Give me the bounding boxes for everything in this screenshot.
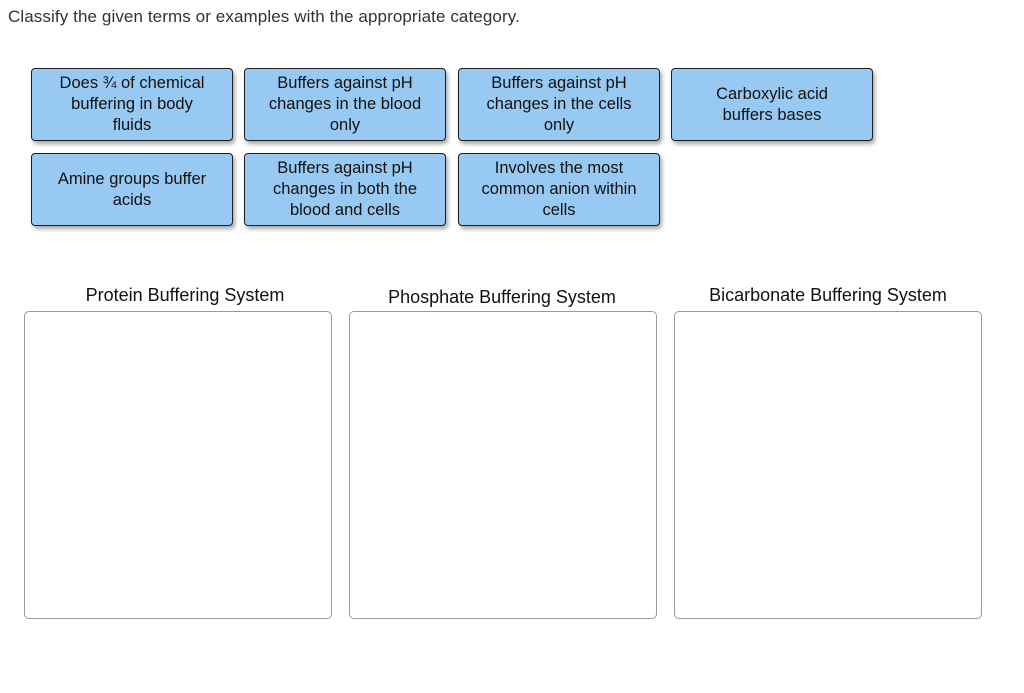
- category-title-protein: Protein Buffering System: [85, 285, 285, 305]
- drop-zone-phosphate[interactable]: [349, 311, 657, 619]
- instructions-text: Classify the given terms or examples wit…: [8, 7, 520, 26]
- draggable-tile[interactable]: Involves the most common anion within ce…: [458, 153, 660, 226]
- draggable-tile[interactable]: Does ¾ of chemical buffering in body flu…: [31, 68, 233, 141]
- category-title-phosphate: Phosphate Buffering System: [388, 287, 616, 307]
- draggable-tile[interactable]: Buffers against pH changes in both the b…: [244, 153, 446, 226]
- draggable-tile[interactable]: Carboxylic acid buffers bases: [671, 68, 873, 141]
- category-title-bicarbonate: Bicarbonate Buffering System: [709, 285, 947, 305]
- draggable-tile[interactable]: Buffers against pH changes in the cells …: [458, 68, 660, 141]
- drop-zone-bicarbonate[interactable]: [674, 311, 982, 619]
- draggable-tile[interactable]: Buffers against pH changes in the blood …: [244, 68, 446, 141]
- drop-zone-protein[interactable]: [24, 311, 332, 619]
- draggable-tile[interactable]: Amine groups buffer acids: [31, 153, 233, 226]
